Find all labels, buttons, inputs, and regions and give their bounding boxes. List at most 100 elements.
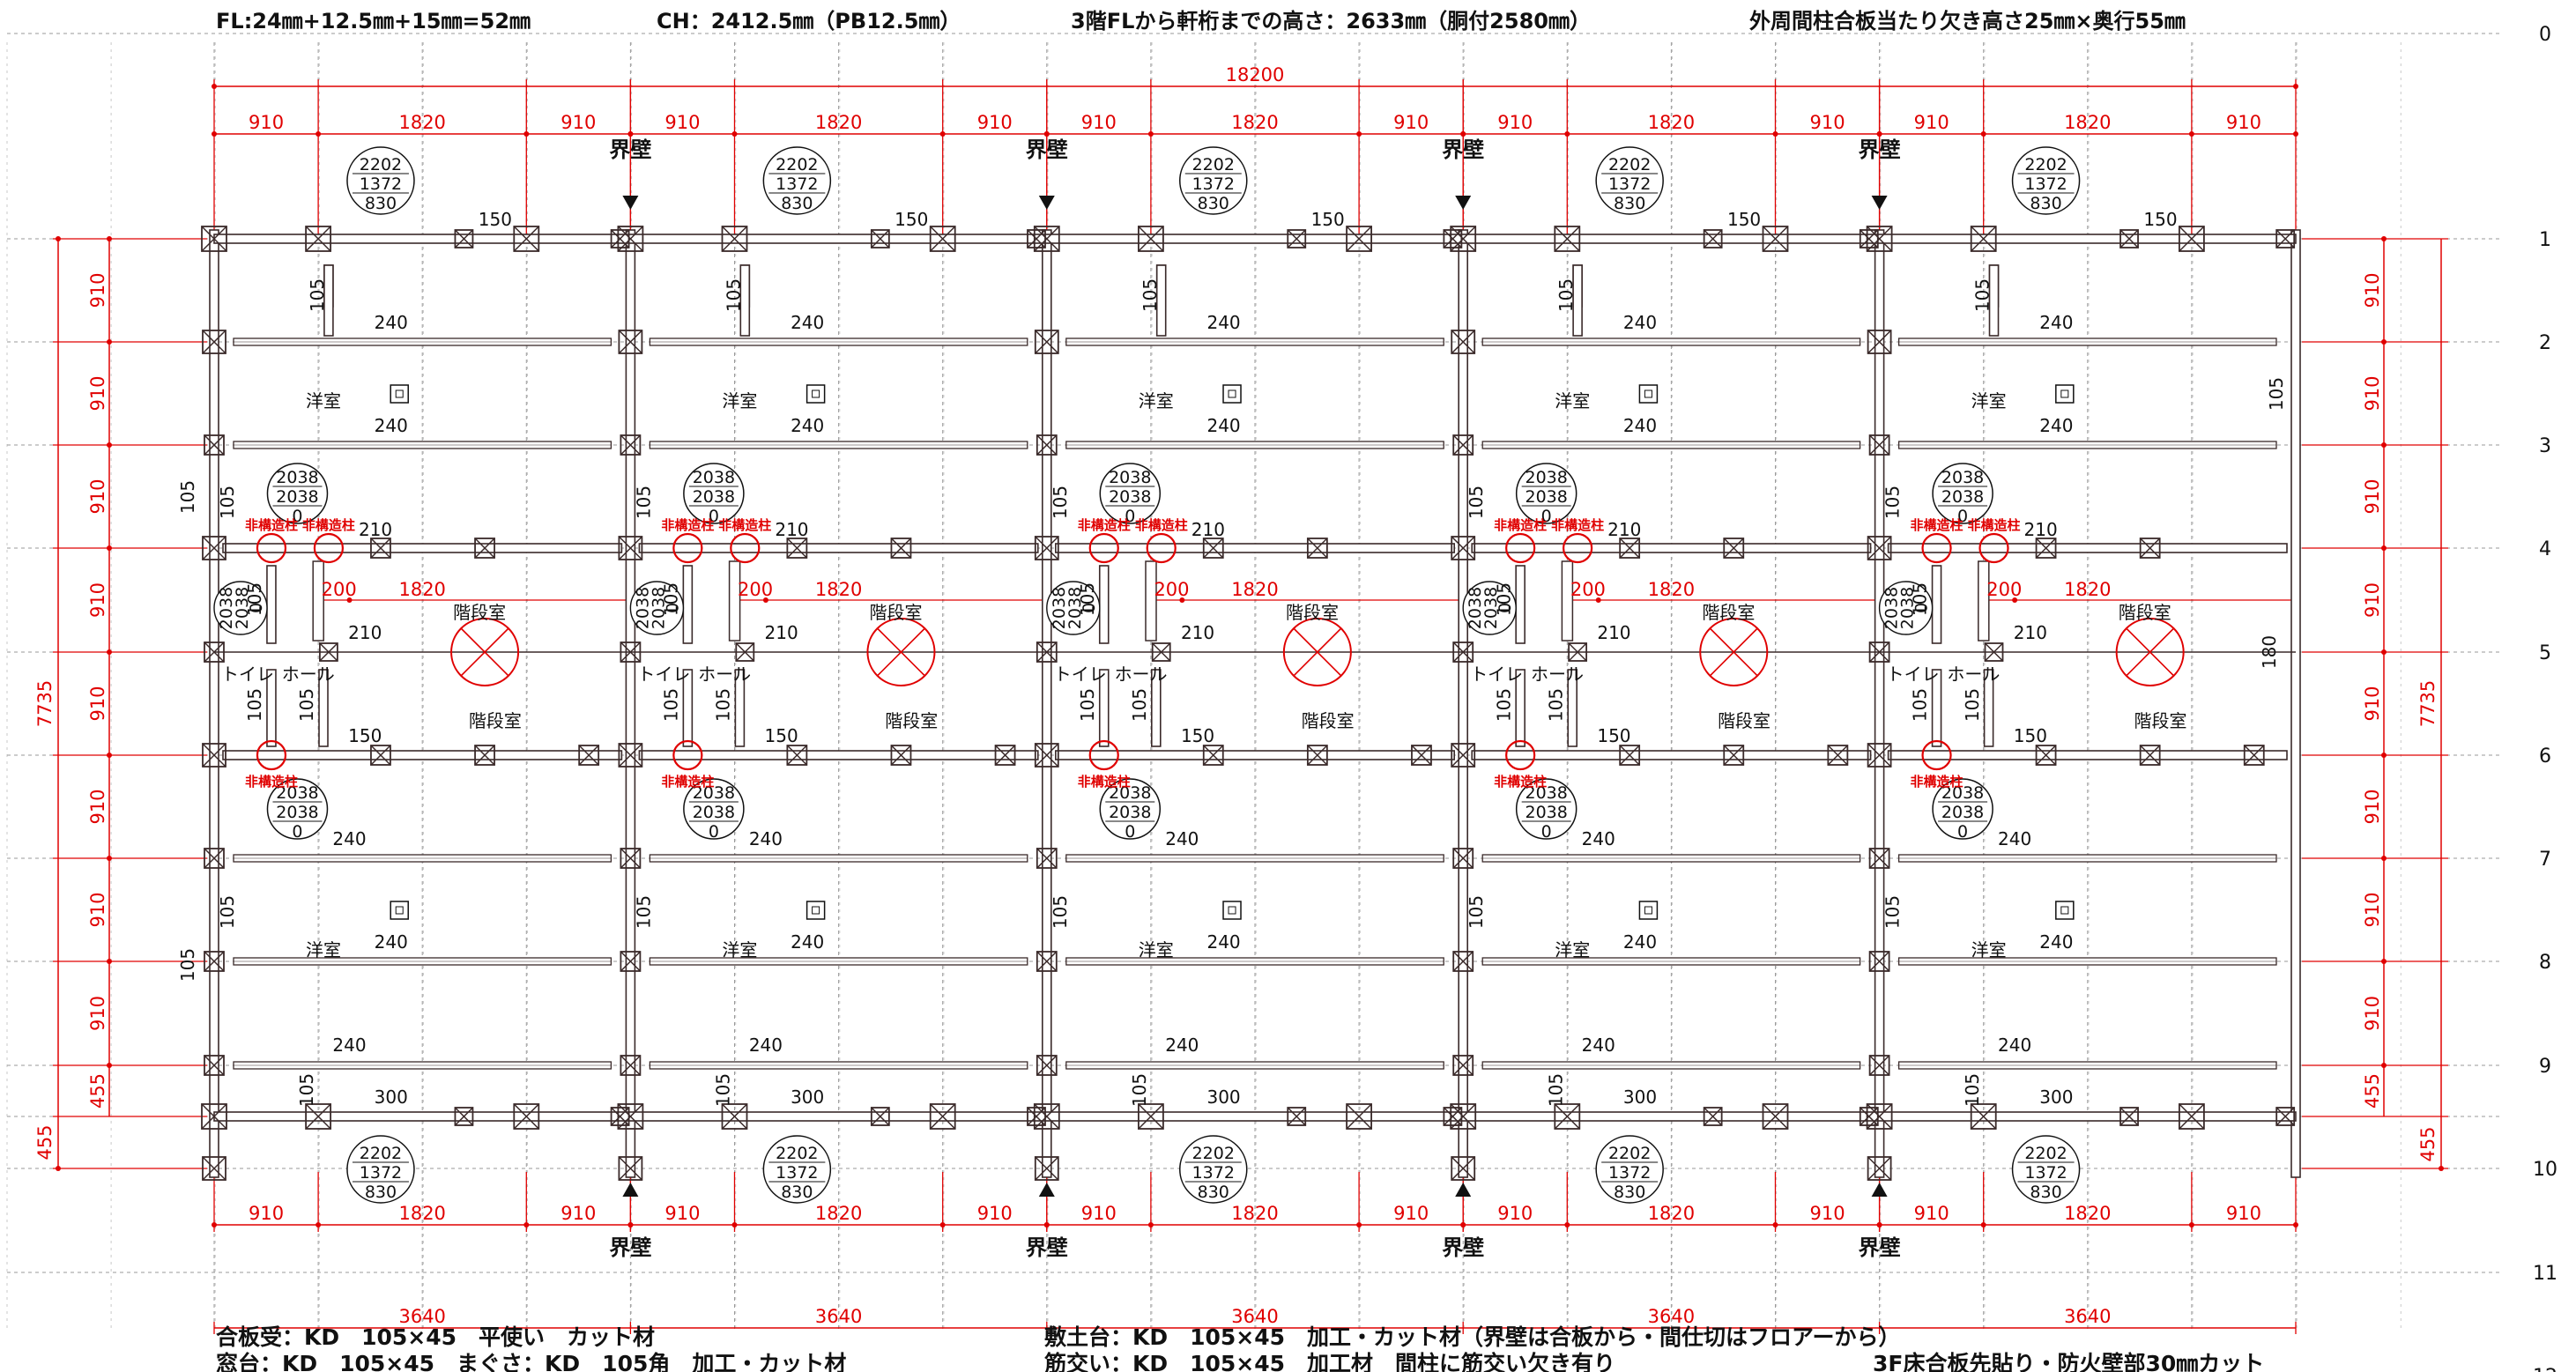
non-structural-column-label: 非構造柱: [1494, 774, 1547, 790]
circle-value: 2038: [649, 587, 668, 629]
dimension-node: [1595, 597, 1601, 603]
member-size-label: 240: [2039, 415, 2073, 436]
post-cross-box: [618, 330, 643, 354]
row-label: 9: [2539, 1056, 2551, 1078]
post-cross-box: [370, 538, 391, 559]
row-dimension-right: 910: [2362, 892, 2383, 927]
vertical-stud: [1515, 669, 1526, 747]
post-cross-box: [735, 642, 755, 662]
row-label: 10: [2533, 1159, 2557, 1181]
member-size-label: 180: [2259, 635, 2280, 669]
member-size-label: 105: [661, 688, 682, 722]
eave-height-note: 3階FLから軒桁までの高さ：2633㎜（胴付2580㎜）: [1071, 9, 1591, 33]
vertical-stud: [1983, 669, 1994, 747]
non-structural-column-label: 非構造柱: [245, 774, 298, 790]
fixture-inner: [1228, 906, 1236, 915]
row-dimension-left: 455: [87, 1073, 108, 1109]
circle-value: 830: [1198, 1183, 1229, 1202]
circle-value: 2038: [693, 487, 735, 507]
door-opening-circle: [683, 463, 745, 524]
circle-value: 2202: [2024, 155, 2067, 174]
dimension-node: [1564, 1222, 1570, 1227]
member-size-label: 150: [348, 725, 382, 746]
post-cross-box: [1452, 848, 1474, 869]
door-jamb: [728, 560, 741, 642]
door-opening-circle: [1099, 778, 1162, 840]
post-cross-box: [610, 1107, 630, 1126]
member-size-label: 150: [895, 209, 928, 230]
post-cross-box: [1202, 745, 1224, 766]
member-size-label: 240: [1165, 1035, 1199, 1056]
circle-value: 1372: [1192, 1163, 1235, 1183]
member-size-label: 105: [633, 486, 654, 519]
door-opening-circle-side: [1878, 581, 1934, 635]
party-wall-label-bottom: 界壁: [1442, 1235, 1484, 1260]
non-structural-column-label: 非構造柱: [245, 517, 298, 533]
room-label-toilet: トイレ: [1887, 664, 1940, 685]
dimension-node: [1356, 131, 1362, 137]
party-wall-member: [209, 229, 219, 1178]
post-cross-box: [1287, 1107, 1307, 1126]
row-dimension-left: 910: [87, 996, 108, 1031]
post-cross-box: [1306, 538, 1328, 559]
segment-dimension-bottom: 910: [249, 1203, 284, 1224]
post-cross-box: [1451, 743, 1476, 768]
member-size-label: 240: [1206, 415, 1240, 436]
segment-dimension-bottom: 1820: [398, 1203, 445, 1224]
fixture-box: [1222, 901, 1242, 920]
post-cross-box: [610, 229, 630, 248]
unit-width-dimension: 3640: [2064, 1306, 2111, 1327]
row-dimension-left: 910: [87, 272, 108, 308]
segment-dimension-bottom: 910: [2226, 1203, 2261, 1224]
room-label-western: 洋室: [1139, 939, 1174, 960]
row-label: 1: [2539, 229, 2551, 251]
plate-member: [1055, 750, 1456, 760]
circle-value: 0: [1541, 822, 1552, 842]
circle-value: 0: [1957, 822, 1968, 842]
stair-circle-cross: [1293, 627, 1342, 677]
post-cross-box: [1827, 745, 1849, 766]
post-cross-box: [1034, 330, 1059, 354]
party-wall-member: [625, 229, 636, 1178]
post-cross-box: [1554, 1103, 1581, 1130]
room-label-western: 洋室: [1971, 390, 2007, 412]
circle-value: 830: [1614, 194, 1645, 213]
member-size-label: 105: [1129, 688, 1150, 722]
segment-dimension-top: 1820: [398, 112, 445, 133]
member-size-label: 240: [375, 931, 408, 953]
circle-value: 0: [247, 603, 266, 613]
post-cross-box: [204, 642, 225, 663]
room-label-western: 洋室: [1971, 939, 2007, 960]
post-cross-box: [1970, 226, 1997, 252]
post-cross-box: [2139, 745, 2161, 766]
circle-value: 0: [1125, 507, 1135, 526]
overall-depth-dimension-right: 7735: [2417, 680, 2439, 727]
door-opening-circle: [1515, 778, 1578, 840]
room-label-stair: 階段室: [2134, 710, 2186, 731]
member-size-label: 105: [1910, 582, 1931, 616]
non-structural-column-ring: [1563, 532, 1593, 564]
non-structural-column-ring: [672, 532, 703, 564]
dimension-node: [627, 1222, 634, 1227]
window-opening-circle: [762, 146, 832, 215]
room-label-western: 洋室: [1139, 390, 1174, 412]
post-cross-box: [618, 1156, 643, 1181]
post-cross-box: [1452, 642, 1474, 663]
window-opening-circle: [2011, 146, 2081, 215]
dimension-node: [939, 131, 946, 137]
circle-value: 2038: [1941, 487, 1984, 507]
dimension-node: [2293, 131, 2298, 137]
post-cross-box: [617, 1103, 644, 1130]
dimension-node: [1772, 1222, 1778, 1227]
post-cross-box: [1451, 1156, 1476, 1181]
circle-value: 1372: [776, 174, 818, 194]
circle-value: 2038: [1941, 783, 1984, 803]
vertical-stud: [1567, 669, 1578, 747]
non-structural-column-label: 非構造柱: [1551, 517, 1604, 533]
fixture-inner: [395, 389, 404, 398]
dimension-node: [107, 236, 112, 241]
circle-value: 2202: [1608, 1144, 1651, 1163]
circle-value: 2038: [693, 783, 735, 803]
post-cross-box: [1859, 229, 1879, 248]
plate-member: [1471, 750, 1872, 760]
